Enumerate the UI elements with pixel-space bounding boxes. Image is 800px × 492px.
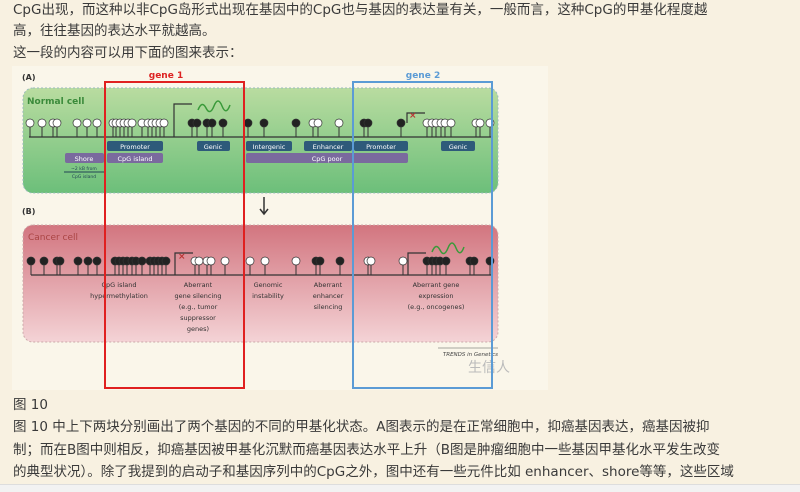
svg-text:×: × <box>409 111 417 121</box>
paragraph-line: 制；而在B图中则相反，抑癌基因被甲基化沉默而癌基因表达水平上升（B图是肿瘤细胞中… <box>13 442 721 458</box>
unmethylated-cpg <box>245 256 255 266</box>
label-shore: Shore <box>75 155 94 163</box>
gene-1-box <box>104 81 245 389</box>
label-promoter: Promoter <box>120 143 150 151</box>
methylated-cpg <box>291 118 301 128</box>
cancer-cell-panel <box>22 224 499 343</box>
methylated-cpg <box>207 118 217 128</box>
unmethylated-cpg <box>52 118 62 128</box>
unmethylated-cpg <box>159 118 169 128</box>
annotation: Aberrant gene <box>413 281 460 289</box>
methylated-cpg <box>363 118 373 128</box>
methylated-cpg <box>161 256 171 266</box>
methylated-cpg <box>396 118 406 128</box>
annotation: instability <box>252 292 284 300</box>
unmethylated-cpg <box>291 256 301 266</box>
panel-a-label: (A) <box>22 73 36 82</box>
methylated-cpg <box>92 256 102 266</box>
svg-text:×: × <box>178 252 186 262</box>
unmethylated-cpg <box>25 118 35 128</box>
unmethylated-cpg <box>220 256 230 266</box>
gene-2-box <box>352 81 493 389</box>
normal-cell-panel <box>22 87 499 194</box>
annotation: silencing <box>314 303 343 311</box>
panel-b-label: (B) <box>22 207 35 216</box>
label-genic-2: Genic <box>449 143 468 151</box>
methylated-cpg <box>73 256 83 266</box>
methylated-cpg <box>335 256 345 266</box>
annotation: (e.g., tumor <box>179 303 218 311</box>
label-promoter-2: Promoter <box>366 143 396 151</box>
annotation: genes) <box>187 325 209 333</box>
methylated-cpg <box>259 118 269 128</box>
normal-cell-label: Normal cell <box>27 97 84 107</box>
transcription-arrow <box>173 103 192 137</box>
unmethylated-cpg <box>313 118 323 128</box>
gene-1-label: gene 1 <box>149 71 183 81</box>
unmethylated-cpg <box>72 118 82 128</box>
gene-2-label: gene 2 <box>406 71 440 81</box>
source-label: TRENDS in Genetics <box>443 352 498 358</box>
methylation-figure: (A) Normal cell × Promoter Genic Interge… <box>12 66 548 390</box>
transcript-icon <box>197 100 231 113</box>
paragraph-line: 的典型状况）。除了我提到的启动子和基因序列中的CpG之外，图中还有一些元件比如 … <box>13 464 734 480</box>
unmethylated-cpg <box>260 256 270 266</box>
unmethylated-cpg <box>92 118 102 128</box>
methylated-cpg <box>137 256 147 266</box>
unmethylated-cpg <box>37 118 47 128</box>
label-enhancer: Enhancer <box>313 143 344 151</box>
annotation: CpG island <box>102 281 137 289</box>
cancer-cell-label: Cancer cell <box>28 233 78 243</box>
methylated-cpg <box>26 256 36 266</box>
paragraph-line: 高，往往基因的表达水平就越高。 <box>13 23 216 39</box>
paragraph-line: CpG出现，而这种以非CpG岛形式出现在基因中的CpG也与基因的表达量有关，一般… <box>13 2 708 18</box>
label-cpg-poor: CpG poor <box>312 155 343 163</box>
unmethylated-cpg <box>194 256 204 266</box>
unmethylated-cpg <box>475 118 485 128</box>
distance-label: ~2 kB from <box>71 166 97 172</box>
watermark: 生信人 <box>468 360 510 376</box>
methylated-cpg <box>469 256 479 266</box>
annotation: Genomic <box>254 281 283 289</box>
annotation: hypermethylation <box>90 292 148 300</box>
methylated-cpg <box>441 256 451 266</box>
distance-label: CpG island <box>72 174 96 180</box>
annotation: Aberrant <box>184 281 213 289</box>
annotation: expression <box>418 292 453 300</box>
methylated-cpg <box>55 256 65 266</box>
methylated-cpg <box>315 256 325 266</box>
annotation: Aberrant <box>314 281 343 289</box>
unmethylated-cpg <box>334 118 344 128</box>
methylated-cpg <box>83 256 93 266</box>
methylated-cpg <box>218 118 228 128</box>
label-intergenic: Intergenic <box>253 143 286 151</box>
unmethylated-cpg <box>127 118 137 128</box>
figure-caption: 图 10 <box>13 397 48 413</box>
paragraph-line: 图 10 中上下两块分别画出了两个基因的不同的甲基化状态。A图表示的是在正常细胞… <box>13 419 710 435</box>
status-bar <box>0 484 800 492</box>
paragraph-line: 这一段的内容可以用下面的图来表示： <box>13 45 243 61</box>
label-genic: Genic <box>204 143 223 151</box>
methylated-cpg <box>243 118 253 128</box>
unmethylated-cpg <box>446 118 456 128</box>
unmethylated-cpg <box>82 118 92 128</box>
unmethylated-cpg <box>366 256 376 266</box>
annotation: (e.g., oncogenes) <box>408 303 465 311</box>
label-cpg-island: CpG island <box>118 155 153 163</box>
unmethylated-cpg <box>206 256 216 266</box>
annotation: suppressor <box>180 314 216 322</box>
methylated-cpg <box>39 256 49 266</box>
annotation: enhancer <box>313 292 344 300</box>
arrow-down-icon <box>259 197 269 216</box>
unmethylated-cpg <box>398 256 408 266</box>
annotation: gene silencing <box>174 292 221 300</box>
methylated-cpg <box>192 118 202 128</box>
